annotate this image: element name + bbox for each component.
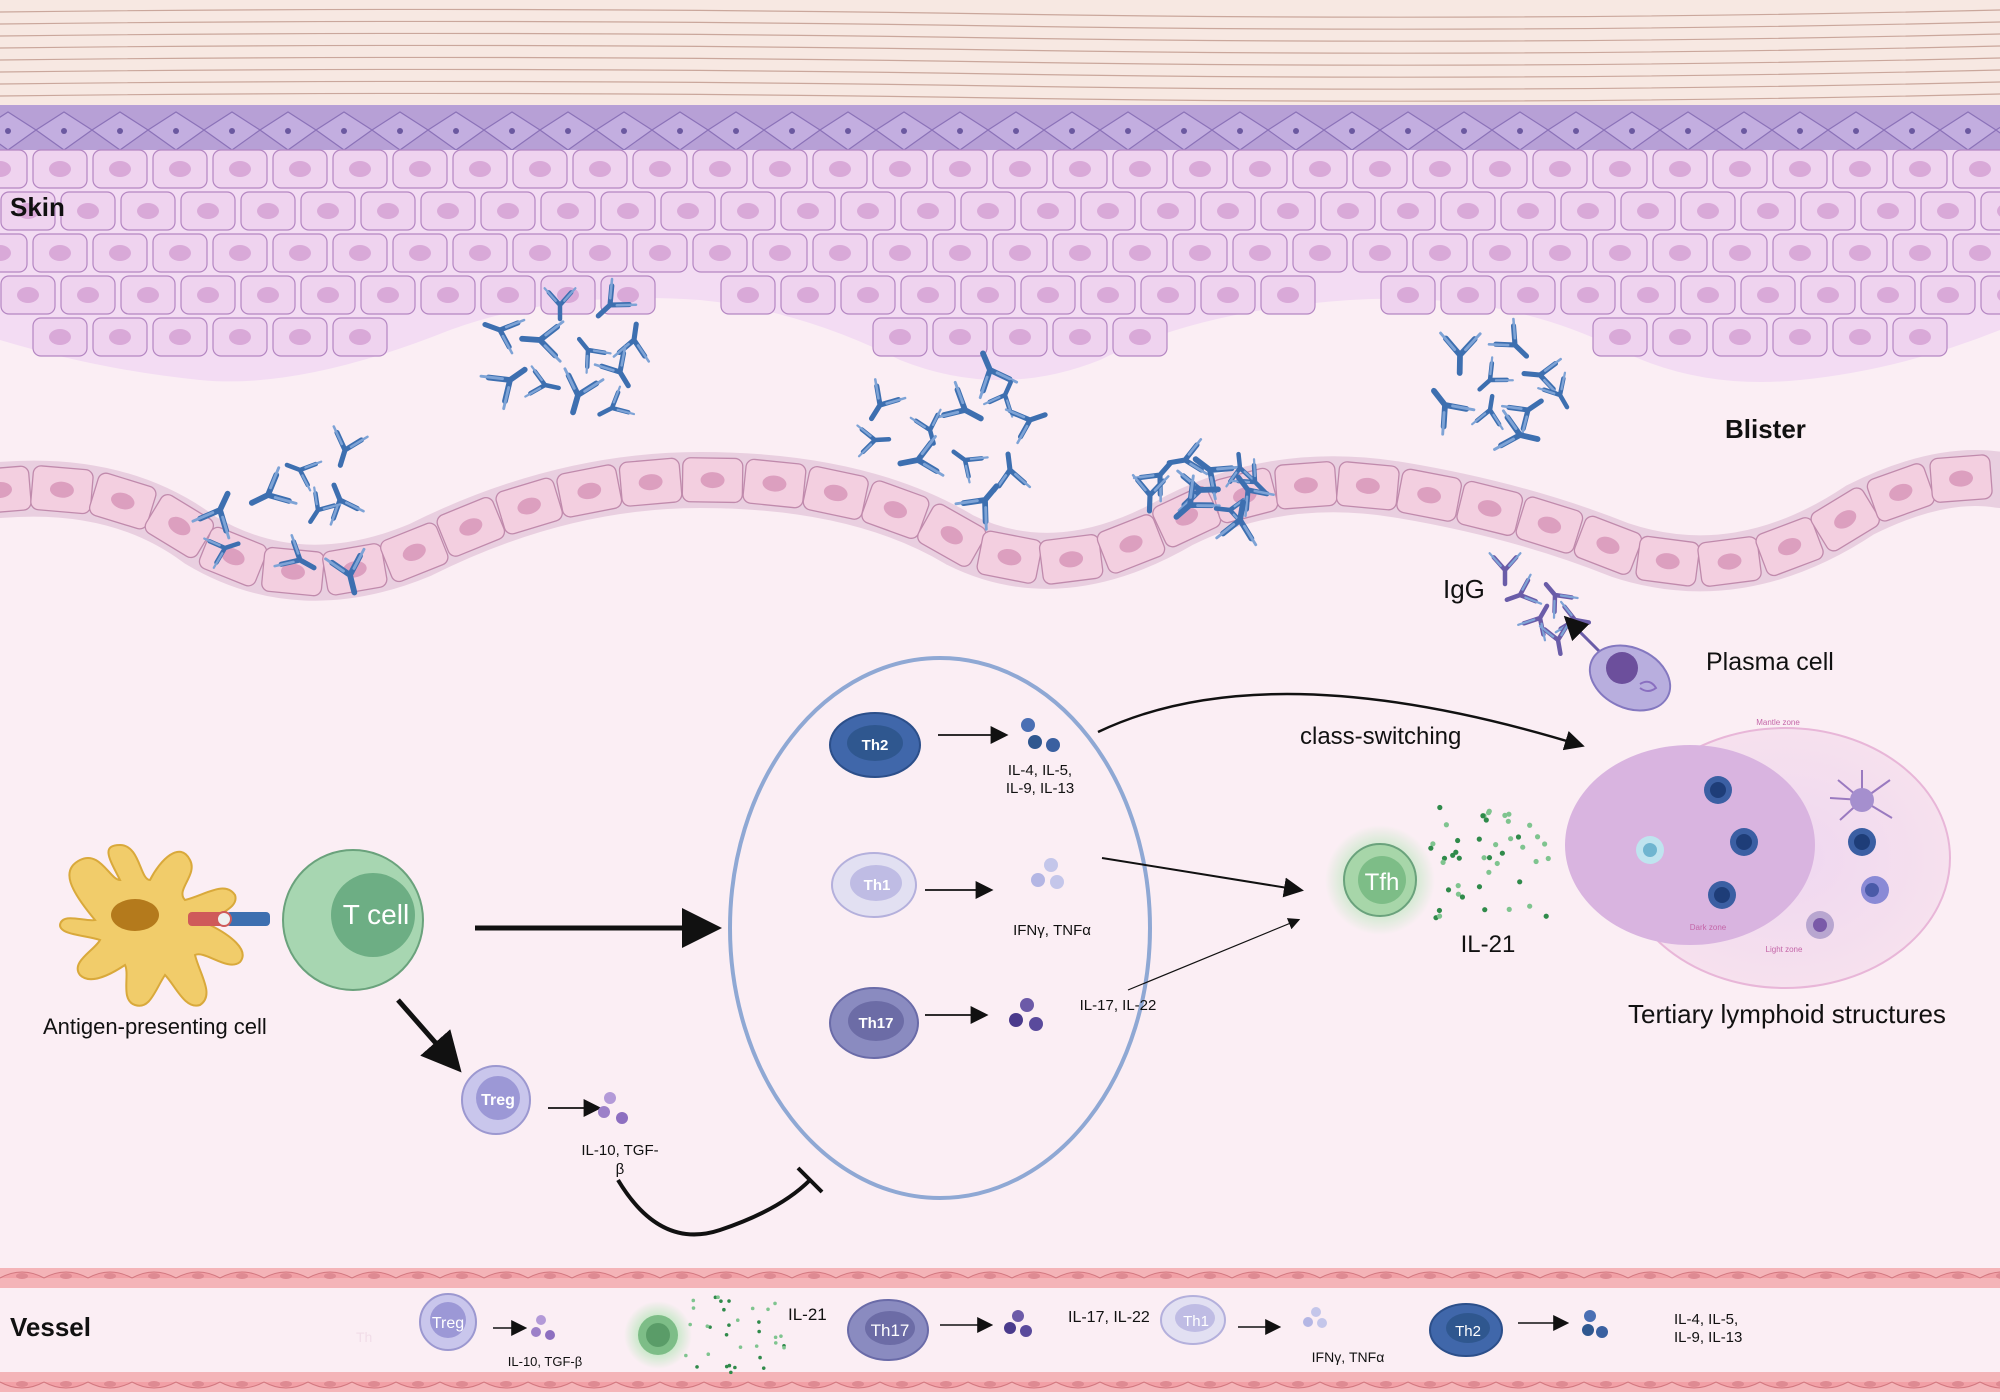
vessel-label: Vessel (10, 1312, 91, 1342)
blister-label: Blister (1725, 414, 1806, 444)
th17-to-tfh-arrow (1127, 918, 1301, 991)
igg-label: IgG (1443, 574, 1485, 604)
th17-label: Th17 (858, 1015, 893, 1032)
vessel-th2-dots (1582, 1310, 1608, 1338)
treg-cytokine-line2: β (616, 1161, 625, 1178)
il21-label: IL-21 (1461, 931, 1516, 958)
vessel-th1 (1160, 1295, 1226, 1345)
vessel-treg (419, 1293, 477, 1351)
vessel-il21-dots (684, 1295, 786, 1375)
th1-to-tfh-arrow (1101, 857, 1304, 898)
il21-dots (1428, 804, 1551, 921)
vessel-th2-cytokine-line1: IL-4, IL-5, (1674, 1311, 1738, 1328)
treg-cytokine-dots (598, 1092, 628, 1124)
th2-cell (829, 712, 921, 778)
vessel-th1-dots (1303, 1307, 1327, 1328)
vessel-tfh (624, 1301, 692, 1369)
epidermis-keratinocytes (0, 149, 2000, 382)
t-cell (282, 849, 424, 991)
vessel-th17-cytokine: IL-17, IL-22 (1068, 1309, 1150, 1326)
vessel-th17-dots (1004, 1310, 1032, 1337)
antigen-presenting-cell (58, 843, 270, 1007)
th2-cytokine-line1: IL-4, IL-5, (1008, 762, 1072, 779)
treg-label: Treg (481, 1092, 515, 1109)
skin-label: Skin (10, 192, 65, 222)
treg-inhibition-curve (616, 1178, 812, 1237)
granular-layer (0, 105, 2000, 155)
tls-label: Tertiary lymphoid structures (1628, 999, 1946, 1029)
vessel-th17-label: Th17 (871, 1321, 910, 1340)
th1-cell (831, 852, 917, 918)
th2-cytokine-dots (1021, 718, 1060, 752)
treg-cell (461, 1065, 531, 1135)
vessel (0, 1268, 2000, 1392)
tcell-to-treg-arrow (396, 998, 462, 1073)
mantle-zone-label: Mantle zone (1756, 718, 1800, 727)
light-zone-label: Light zone (1766, 945, 1803, 954)
th17-cytokine-label: IL-17, IL-22 (1080, 997, 1157, 1014)
tertiary-lymphoid-structure (1565, 727, 1951, 989)
plasma-cell (1588, 644, 1672, 712)
treg-inhibition-bar (796, 1166, 824, 1194)
class-switch-arrow (1097, 692, 1585, 751)
apc-label: Antigen-presenting cell (43, 1014, 267, 1039)
vessel-th2-cytokine-line2: IL-9, IL-13 (1674, 1329, 1742, 1346)
th1-cytokine-label: IFNγ, TNFα (1013, 922, 1091, 939)
antibody-cluster (191, 277, 1570, 596)
th1-cytokine-dots (1031, 858, 1064, 889)
plasma-secretion-arrow (1563, 615, 1602, 654)
th1-label: Th1 (864, 877, 891, 894)
plasma-cell-label: Plasma cell (1706, 648, 1834, 676)
vessel-th17 (847, 1299, 929, 1361)
th17-cytokine-dots (1009, 998, 1043, 1031)
class-switching-label: class-switching (1300, 723, 1461, 750)
vessel-th2 (1429, 1303, 1503, 1357)
vessel-treg-label: Treg (432, 1315, 464, 1332)
vessel-th1-label: Th1 (1183, 1313, 1209, 1330)
stratum-corneum (0, 0, 2000, 110)
tfh-label: Tfh (1365, 869, 1400, 896)
t-cell-label: T cell (343, 899, 409, 930)
th17-cell (829, 987, 919, 1059)
treg-cytokine-line1: IL-10, TGF- (581, 1142, 658, 1159)
vessel-il21-label: IL-21 (788, 1305, 827, 1324)
vessel-th2-label: Th2 (1455, 1323, 1481, 1340)
dark-zone-label: Dark zone (1690, 923, 1727, 932)
th2-cytokine-line2: IL-9, IL-13 (1006, 780, 1074, 797)
vessel-treg-cytokine: IL-10, TGF-β (508, 1354, 582, 1369)
tfh-cell (1325, 825, 1435, 935)
vessel-treg-dots (531, 1315, 555, 1340)
th2-label: Th2 (862, 737, 889, 754)
effector-tcell-ellipse (728, 656, 1152, 1200)
vessel-th1-cytokine: IFNγ, TNFα (1312, 1349, 1385, 1365)
vessel-th-faint: Th (356, 1329, 372, 1345)
